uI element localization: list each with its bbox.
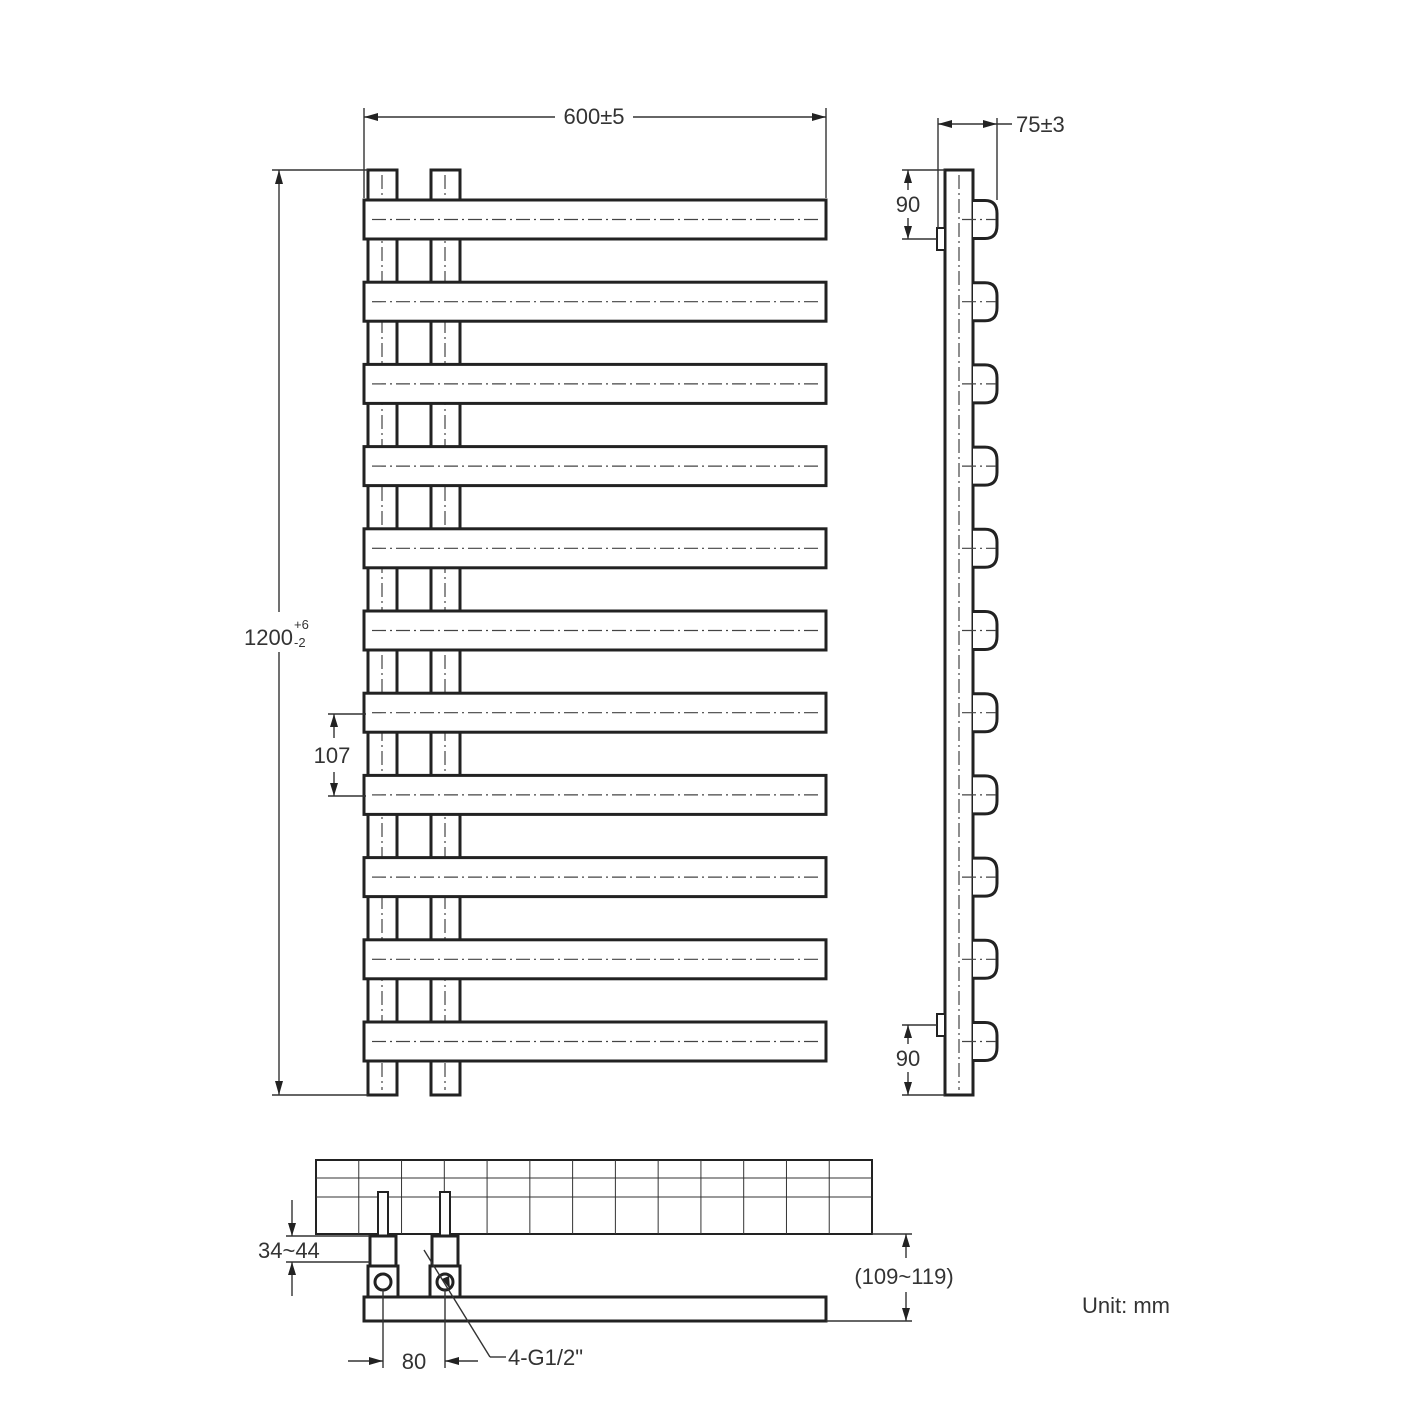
bottom-wall-bracket <box>936 1013 946 1037</box>
bottom-offset-arrow-bottom <box>904 1082 912 1095</box>
pipe-centers-arrow-right <box>445 1357 459 1365</box>
side-view: 75±3 90 90 <box>896 112 1065 1097</box>
valve-height-label: 34~44 <box>258 1238 320 1263</box>
wall-distance-arrow-top <box>902 1234 910 1247</box>
valve-height-arrow-top <box>288 1223 296 1236</box>
right-valve-stem <box>439 1191 451 1239</box>
side-bar-end <box>973 856 999 898</box>
front-bars-group <box>362 198 828 1063</box>
side-bar-end <box>973 938 999 980</box>
bottom-offset-label: 90 <box>896 1046 920 1071</box>
front-bar <box>362 362 828 405</box>
depth-arrow-left <box>938 120 952 128</box>
side-bar-end <box>973 363 999 405</box>
top-view: 34~44 (109~119) 80 4-G1/2" <box>258 1159 954 1374</box>
pipe-centers-label: 80 <box>402 1349 426 1374</box>
side-bar-end <box>973 610 999 651</box>
side-bar-end <box>973 774 999 816</box>
height-tolerance-minus: -2 <box>294 635 306 650</box>
width-dimension-label: 600±5 <box>563 104 624 129</box>
pitch-arrow-bottom <box>330 783 338 796</box>
side-bar-end <box>973 281 999 323</box>
side-bar-end <box>973 445 999 487</box>
left-valve <box>366 1191 400 1299</box>
connection-label: 4-G1/2" <box>508 1345 583 1370</box>
width-arrow-right <box>812 113 826 121</box>
top-offset-arrow-top <box>904 170 912 183</box>
side-bar-end <box>973 527 999 569</box>
side-bar-end <box>973 1021 999 1062</box>
bottom-bar-plan <box>362 1295 828 1323</box>
left-valve-stem <box>377 1191 389 1239</box>
left-valve-body <box>368 1234 398 1268</box>
height-arrow-top <box>275 170 283 184</box>
top-wall-bracket <box>936 227 946 251</box>
depth-arrow-right <box>983 120 997 128</box>
bottom-offset-arrow-top <box>904 1025 912 1038</box>
depth-dimension-label: 75±3 <box>1016 112 1065 137</box>
front-bar <box>362 1020 828 1063</box>
wall-distance-label: (109~119) <box>854 1264 953 1289</box>
pitch-arrow-top <box>330 714 338 727</box>
side-bar-end <box>973 199 999 240</box>
side-bar-end <box>973 692 999 734</box>
front-view: 600±5 1200 +6 -2 107 <box>244 104 828 1097</box>
side-bar-ends-group <box>962 199 999 1062</box>
wall-distance-arrow-bottom <box>902 1308 910 1321</box>
connection-leader-arrow <box>442 1276 450 1289</box>
top-offset-label: 90 <box>896 192 920 217</box>
top-view-dividers-group <box>358 1160 830 1234</box>
connection-leader-diagonal <box>423 1249 491 1358</box>
right-valve-body <box>430 1234 460 1268</box>
height-dimension-label: 1200 <box>244 625 293 650</box>
top-offset-arrow-bottom <box>904 226 912 239</box>
pitch-dimension-label: 107 <box>314 743 351 768</box>
height-arrow-bottom <box>275 1081 283 1095</box>
pipe-centers-arrow-left <box>369 1357 383 1365</box>
height-tolerance-plus: +6 <box>294 617 309 632</box>
unit-label: Unit: mm <box>1082 1293 1170 1318</box>
valve-height-arrow-bottom <box>288 1262 296 1275</box>
width-arrow-left <box>364 113 378 121</box>
left-valve-port <box>373 1272 393 1292</box>
